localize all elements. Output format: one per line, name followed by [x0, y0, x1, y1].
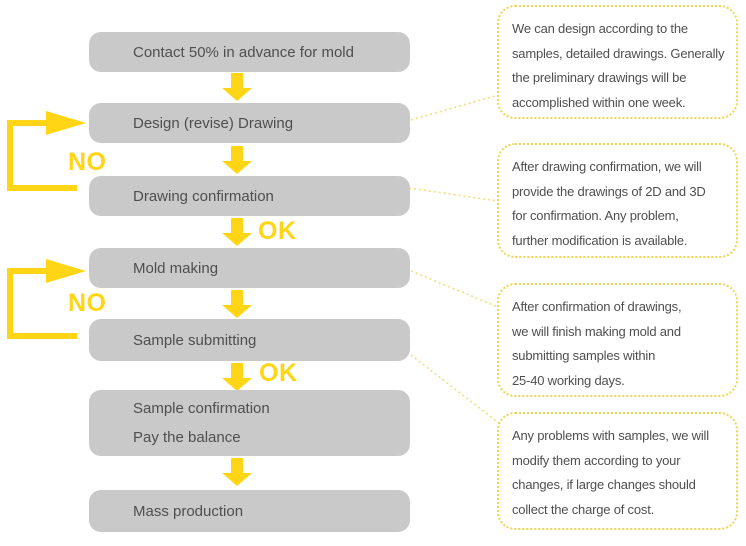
- down-arrow-icon-4: [222, 290, 252, 318]
- flow-step-mold-making: Mold making: [89, 248, 410, 288]
- connector-line-note-3: [410, 270, 499, 308]
- loop-arrow-no-drawing: [7, 120, 77, 191]
- note-text: We can design according to the samples, …: [512, 21, 725, 110]
- note-callout-design: We can design according to the samples, …: [497, 5, 738, 119]
- flow-step-label: Drawing confirmation: [133, 187, 274, 205]
- note-text: After confirmation of drawings, we will …: [512, 299, 682, 388]
- note-callout-sample-problems: Any problems with samples, we will modif…: [497, 412, 738, 530]
- flow-step-mass-production: Mass production: [89, 490, 410, 532]
- flow-step-contact-advance: Contact 50% in advance for mold: [89, 32, 410, 72]
- note-text: Any problems with samples, we will modif…: [512, 428, 709, 517]
- decision-label-no-sample: NO: [68, 289, 107, 317]
- flow-step-label: Sample confirmation Pay the balance: [133, 400, 270, 446]
- down-arrow-icon-1: [222, 73, 252, 101]
- decision-label-ok-sample: OK: [259, 359, 298, 387]
- down-arrow-icon-3: [222, 218, 252, 246]
- note-callout-drawing-confirmation: After drawing confirmation, we will prov…: [497, 143, 738, 258]
- note-text: After drawing confirmation, we will prov…: [512, 159, 706, 248]
- decision-label-ok-drawing: OK: [258, 217, 297, 245]
- flow-step-design-drawing: Design (revise) Drawing: [89, 103, 410, 143]
- down-arrow-icon-2: [222, 146, 252, 174]
- down-arrow-icon-6: [222, 458, 252, 486]
- note-callout-mold-sample: After confirmation of drawings, we will …: [497, 283, 738, 397]
- flow-step-drawing-confirmation: Drawing confirmation: [89, 176, 410, 216]
- flow-step-label: Contact 50% in advance for mold: [133, 43, 354, 61]
- flow-step-label: Mold making: [133, 259, 219, 277]
- down-arrow-icon-5: [222, 363, 252, 391]
- loop-arrowhead-icon-1: [46, 111, 86, 135]
- flow-step-sample-submitting: Sample submitting: [89, 319, 410, 361]
- connector-line-note-4: [410, 354, 501, 425]
- flow-step-sample-confirmation: Sample confirmation Pay the balance: [89, 390, 410, 456]
- decision-label-no-drawing: NO: [68, 148, 107, 176]
- flow-step-label: Design (revise) Drawing: [133, 114, 294, 132]
- loop-arrowhead-icon-2: [46, 259, 86, 283]
- connector-line-note-2: [408, 187, 499, 202]
- loop-arrow-no-sample: [7, 268, 77, 339]
- flow-step-label: Mass production: [133, 502, 244, 520]
- flow-step-label: Sample submitting: [133, 331, 257, 349]
- connector-line-note-1: [410, 94, 499, 121]
